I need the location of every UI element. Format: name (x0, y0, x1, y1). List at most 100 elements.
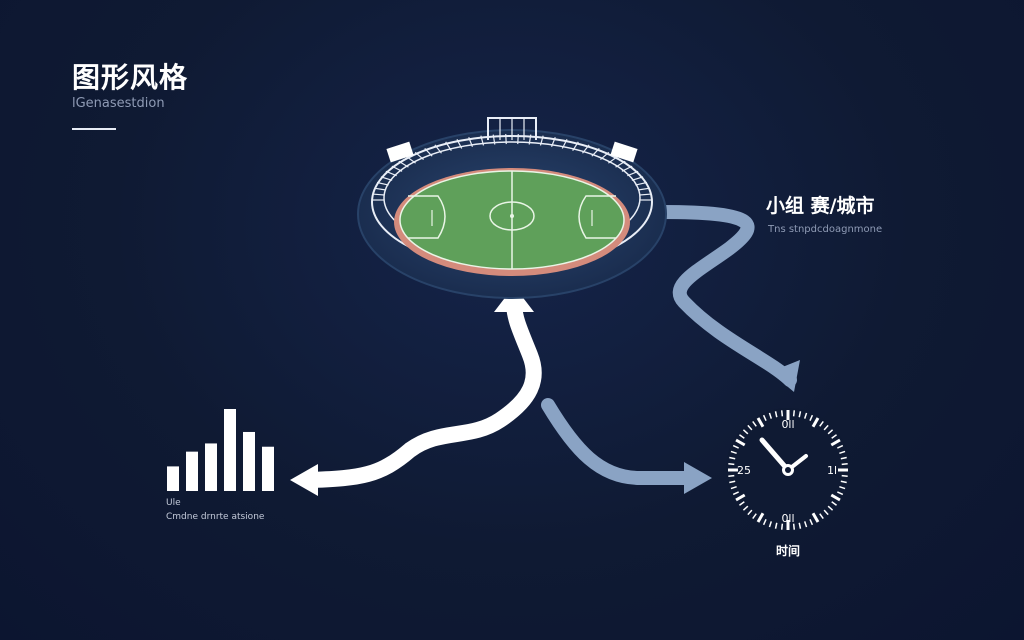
stadium-seat-tick (582, 144, 590, 154)
clock-tick (768, 521, 773, 528)
clock-numeral-right: 1l (827, 464, 837, 477)
clock-tick (839, 450, 846, 455)
arrow-center-to-clock-head (684, 462, 712, 494)
chart-bar (243, 431, 255, 491)
stadium-seat-tick (385, 170, 397, 177)
clock-tick (837, 491, 844, 496)
stadium-seat-tick (517, 134, 519, 145)
clock-tick (798, 522, 802, 529)
clock-tick (827, 429, 834, 435)
page-subtitle: lGenasestdion (72, 96, 165, 111)
clock-tick (742, 429, 749, 435)
stadium-seat-tick (550, 137, 556, 147)
stadium-seat-tick (468, 137, 474, 147)
clock-tick (730, 450, 737, 455)
clock-tick (747, 509, 753, 516)
page-title: 图形风格 (72, 61, 189, 94)
clock-tick (762, 519, 767, 526)
clock-tick (729, 456, 736, 460)
stadium-seat-tick (600, 151, 610, 160)
clock-tick (762, 414, 767, 421)
clock-tick (841, 462, 848, 466)
clock-tick (780, 523, 784, 530)
time-label: 时间 (775, 544, 800, 558)
clock-tick (739, 501, 745, 506)
stadium-seat-tick (591, 147, 600, 157)
bar-chart-icon (167, 409, 274, 491)
chart-bar (186, 451, 198, 491)
stadium-seat-tick (639, 193, 652, 196)
stadium-seat-tick (561, 139, 568, 149)
clock-tick (837, 444, 844, 449)
chart-sublabel: Cmdne drnrte atsione (166, 512, 265, 522)
title-underline (72, 128, 116, 130)
stadium-seat-tick (492, 134, 496, 145)
clock-tick (756, 512, 765, 523)
clock-tick (752, 513, 757, 519)
clock-tick (735, 438, 746, 447)
arrow-chart-to-stadium-head (494, 286, 534, 312)
stadium-seat-tick (572, 141, 579, 152)
clock-tick (823, 424, 829, 431)
chart-bar (224, 409, 236, 491)
clock-tick (819, 513, 824, 519)
clock-tick (830, 493, 841, 502)
stadium-seat-tick (380, 176, 393, 181)
arrow-to-chart-head (290, 464, 318, 496)
clock-tick (728, 474, 735, 478)
clock-tick (728, 462, 735, 466)
clock-tick (774, 411, 778, 418)
clock-tick (798, 411, 802, 418)
clock-numeral-left: 25 (737, 464, 751, 477)
clock-tick (780, 410, 784, 417)
clock-tick (732, 491, 739, 496)
clock-tick (752, 421, 757, 427)
stadium-seat-tick (456, 139, 463, 149)
stadium-seat-tick (615, 160, 626, 168)
stadium-seat-tick (434, 144, 442, 154)
clock-tick (803, 521, 808, 528)
stadium-seat-tick (635, 181, 648, 186)
clock-tick (841, 474, 848, 478)
arrow-stadium-to-clock (655, 205, 797, 387)
clock-tick (739, 434, 745, 439)
stadium-seat-tick (376, 181, 389, 186)
stadium-seat-tick (528, 134, 532, 145)
clock-tick (730, 485, 737, 490)
stadium-seat-tick (391, 165, 403, 172)
stadium-seat-tick (480, 135, 485, 146)
clock-tick (792, 410, 796, 417)
stadium-seat-tick (406, 156, 416, 164)
clock-tick (792, 523, 796, 530)
stadium-seat-tick (505, 134, 507, 145)
clock-tick (819, 421, 824, 427)
clock-tick (742, 505, 749, 511)
group-stage-city-sublabel: Tns stnpdcdoagnmone (768, 224, 883, 235)
group-stage-city-label: 小组 赛/城市 (766, 195, 875, 217)
stadium-seat-tick (372, 193, 385, 196)
clock-tick (811, 417, 820, 428)
chart-bar (205, 443, 217, 491)
clock-tick (803, 412, 808, 419)
clock-tick (827, 505, 834, 511)
clock-tick (831, 434, 837, 439)
soccer-stadium-icon (357, 117, 667, 299)
stadium-seat-tick (374, 187, 387, 191)
chart-bar (167, 466, 179, 491)
stadium-seat-tick (608, 156, 618, 164)
clock-tick (839, 485, 846, 490)
arrow-stadium-to-clock-head (770, 360, 800, 392)
clock-tick (774, 522, 778, 529)
clock-tick (768, 412, 773, 419)
clock-tick (756, 417, 765, 428)
clock-numeral-top: 0ll (781, 418, 794, 431)
stadium-seat-tick (621, 165, 633, 172)
clock-icon: 0ll 25 1l 0ll (726, 408, 850, 532)
clock-tick (735, 493, 746, 502)
clock-tick (809, 519, 814, 526)
clock-tick (729, 480, 736, 484)
clock-tick (811, 512, 820, 523)
clock-tick (732, 444, 739, 449)
stadium-seat-tick (637, 187, 650, 191)
